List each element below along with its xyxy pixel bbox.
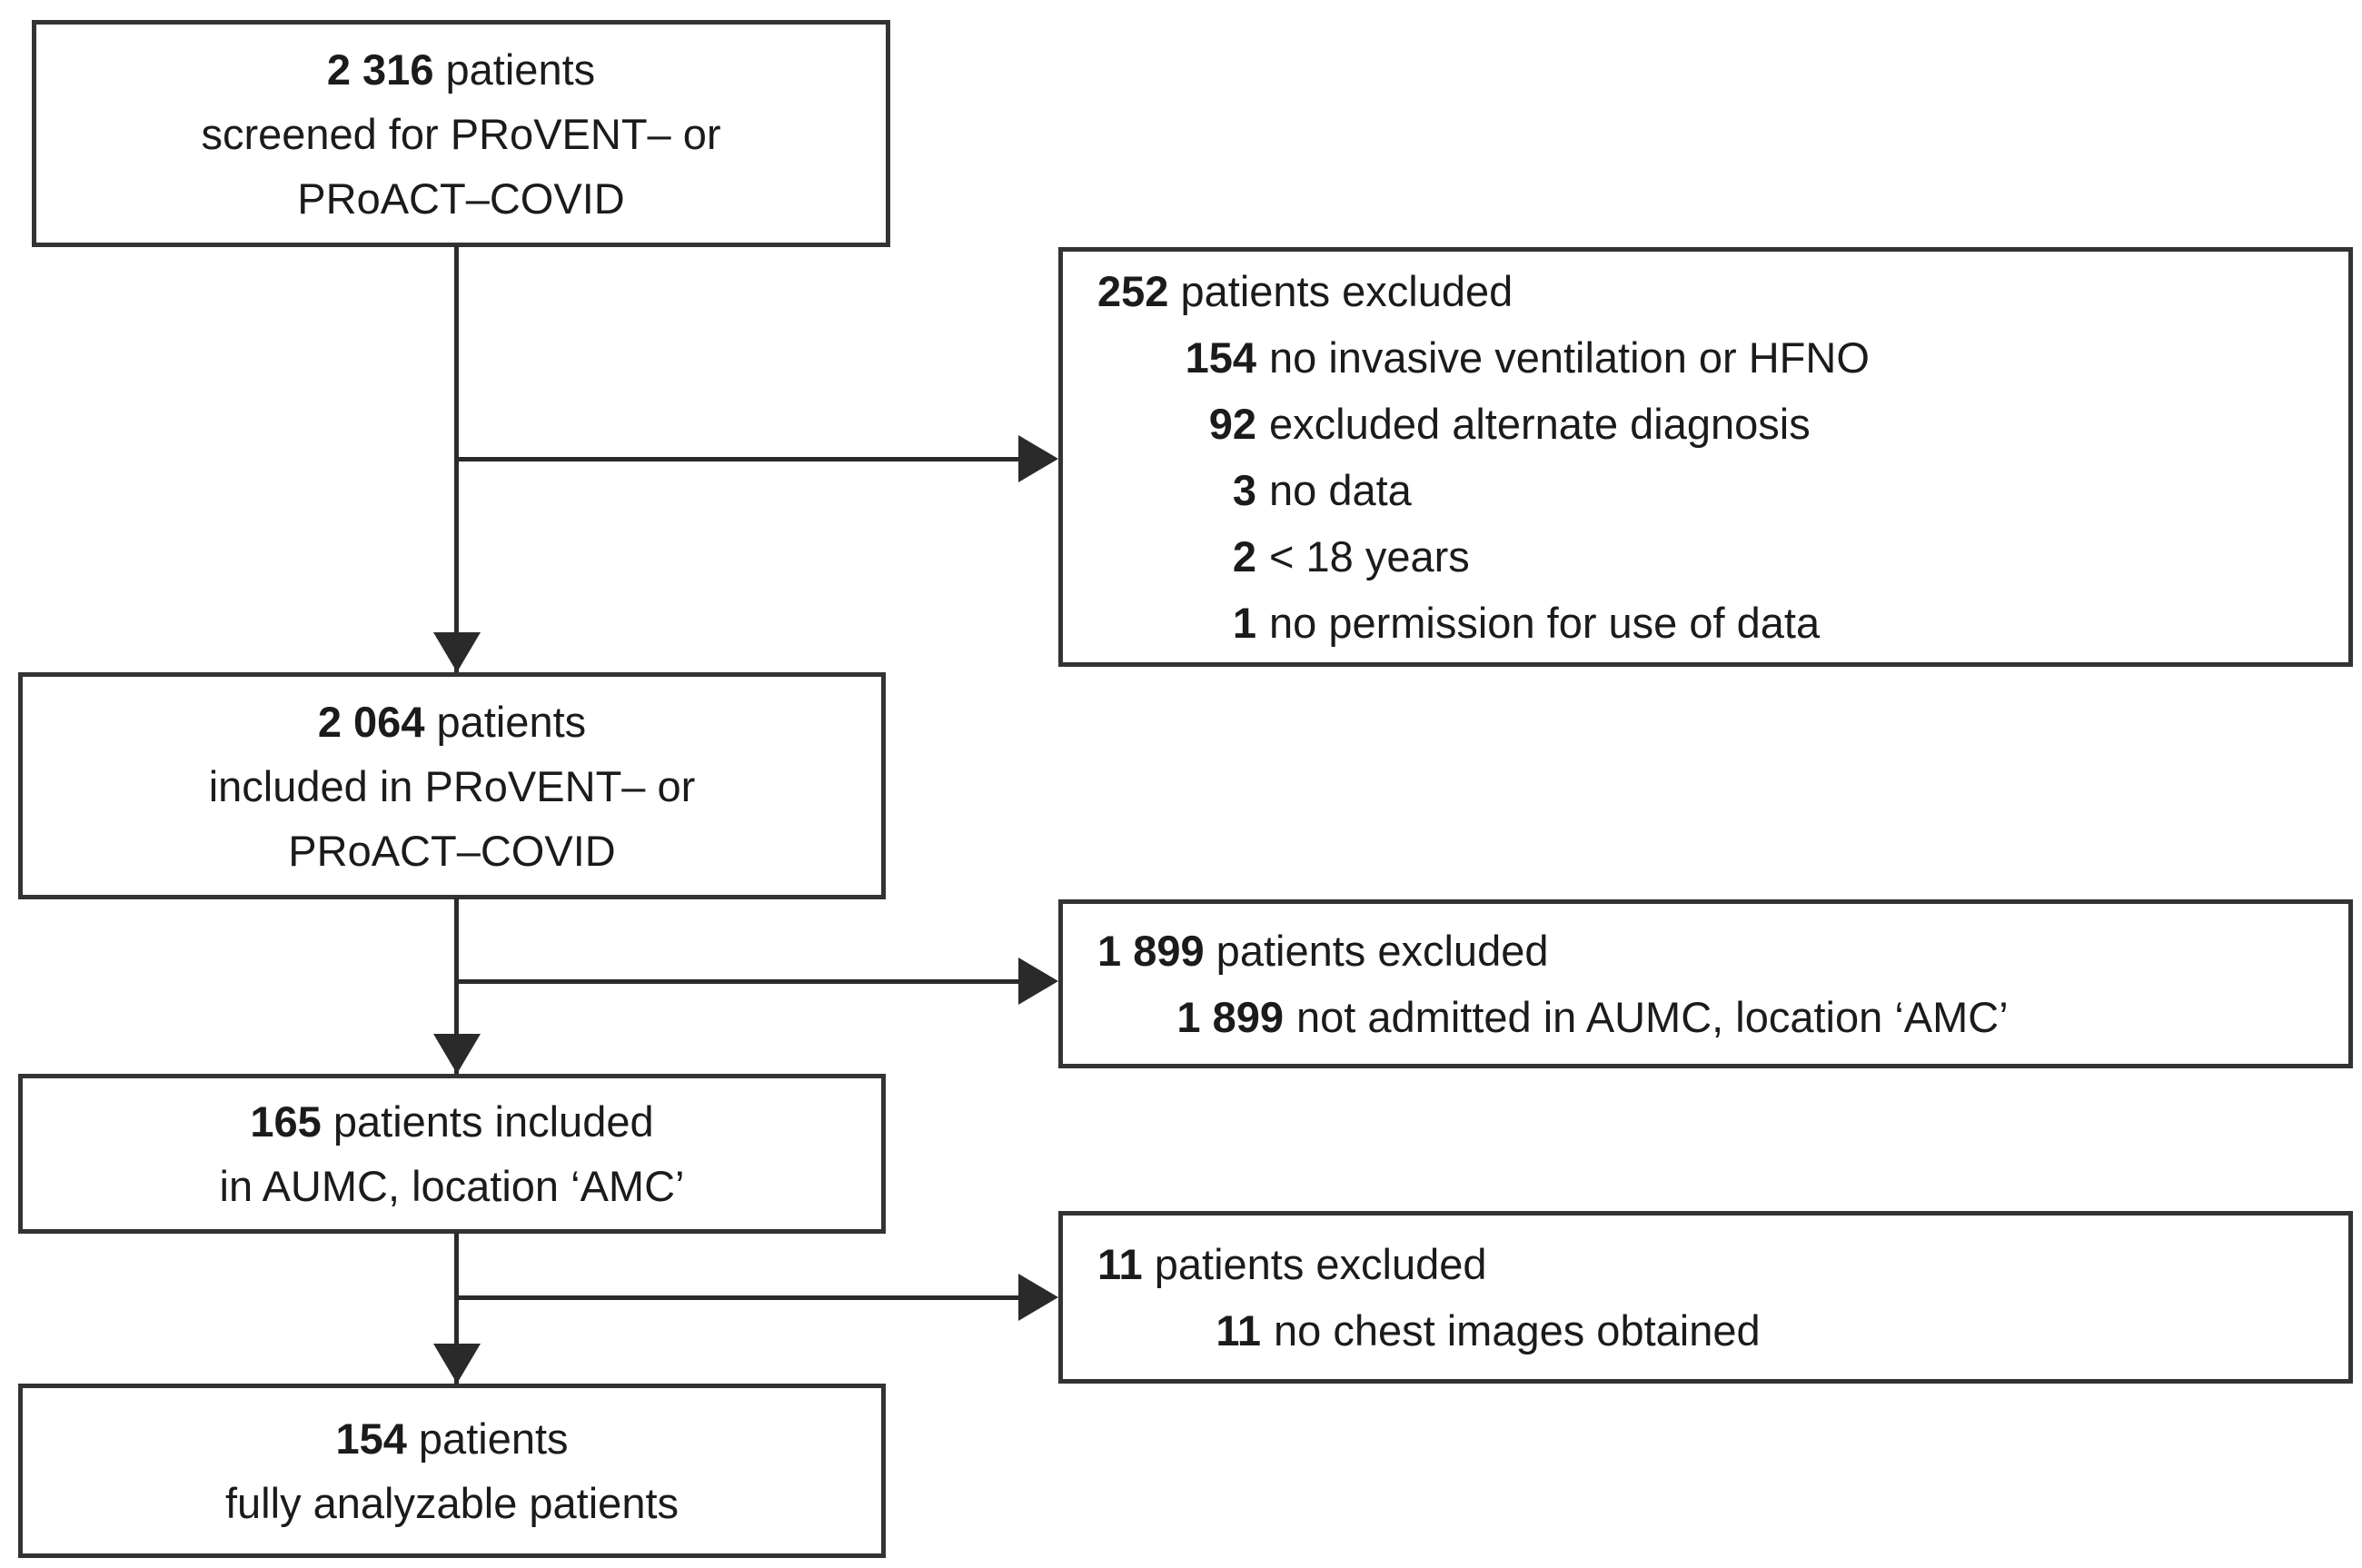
exclusion-1-item: 1 no permission for use of data [1097,590,2339,656]
exclusion-2-count: 1 899 [1097,927,1205,975]
exclusion-1-label: patients excluded [1168,267,1513,315]
item-text: < 18 years [1269,532,1470,581]
arrowhead-into-exclusion-1 [1018,435,1058,482]
exclusion-1-item: 154 no invasive ventilation or HFNO [1097,324,2339,391]
exclusion-1-item: 92 excluded alternate diagnosis [1097,391,2339,457]
exclusion-3-label: patients excluded [1142,1240,1487,1288]
arrowhead-into-aumc-box [433,1034,481,1074]
aumc-count-line: 165 patients included [23,1089,881,1154]
exclusion-box-1: 252 patients excluded 154 no invasive ven… [1058,247,2353,667]
final-count-label: patients [406,1414,569,1463]
item-text: no chest images obtained [1274,1306,1761,1355]
exclusion-3-count: 11 [1097,1240,1143,1288]
item-count: 1 [1232,599,1256,647]
arrowhead-into-exclusion-3 [1018,1274,1058,1321]
item-count: 92 [1208,400,1256,448]
final-count-line: 154 patients [23,1406,881,1471]
included-count-line: 2 064 patients [23,690,881,754]
exclusion-3-item: 11 no chest images obtained [1097,1297,2339,1364]
screened-count: 2 316 [326,45,434,94]
screened-line3: PRoACT–COVID [297,174,625,223]
exclusion-2-label: patients excluded [1204,927,1549,975]
connector-branch-exclusion-2 [454,979,1019,984]
exclusion-2-header: 1 899 patients excluded [1097,918,2339,984]
included-line2: included in PRoVENT– or [208,761,696,810]
exclusion-1-count: 252 [1097,267,1169,315]
item-count: 154 [1185,333,1256,382]
aumc-count-label: patients included [321,1097,654,1146]
item-text: not admitted in AUMC, location ‘AMC’ [1296,993,2009,1041]
item-text: no invasive ventilation or HFNO [1269,333,1870,382]
item-count: 2 [1232,532,1256,581]
flow-box-screened: 2 316 patients screened for PRoVENT– or … [32,20,890,247]
screened-count-label: patients [433,45,596,94]
item-text: no data [1269,466,1412,514]
included-count: 2 064 [317,697,425,746]
connector-branch-exclusion-3 [454,1295,1019,1300]
exclusion-3-header: 11 patients excluded [1097,1231,2339,1297]
item-count: 1 899 [1176,993,1284,1041]
exclusion-1-item: 3 no data [1097,457,2339,523]
exclusion-1-header: 252 patients excluded [1097,258,2339,324]
included-count-label: patients [424,697,587,746]
screened-count-line: 2 316 patients [36,37,886,102]
connector-included-to-aumc [454,898,459,1074]
included-line3: PRoACT–COVID [288,826,616,875]
flow-box-aumc: 165 patients included in AUMC, location … [18,1074,886,1234]
aumc-count: 165 [250,1097,322,1146]
screened-line2: screened for PRoVENT– or [201,109,721,158]
flow-box-final: 154 patients fully analyzable patients [18,1384,886,1558]
aumc-line2: in AUMC, location ‘AMC’ [219,1162,685,1210]
arrowhead-into-exclusion-2 [1018,958,1058,1005]
connector-aumc-to-final [454,1232,459,1384]
item-count: 11 [1216,1306,1261,1355]
arrowhead-into-included-box [433,632,481,672]
exclusion-box-3: 11 patients excluded 11 no chest images o… [1058,1211,2353,1384]
arrowhead-into-final-box [433,1344,481,1384]
item-text: excluded alternate diagnosis [1269,400,1811,448]
connector-branch-exclusion-1 [454,457,1019,461]
final-line2: fully analyzable patients [224,1479,680,1527]
final-count: 154 [335,1414,407,1463]
flow-box-included: 2 064 patients included in PRoVENT– or P… [18,672,886,899]
item-count: 3 [1232,466,1256,514]
item-text: no permission for use of data [1269,599,1821,647]
exclusion-1-item: 2 < 18 years [1097,523,2339,590]
